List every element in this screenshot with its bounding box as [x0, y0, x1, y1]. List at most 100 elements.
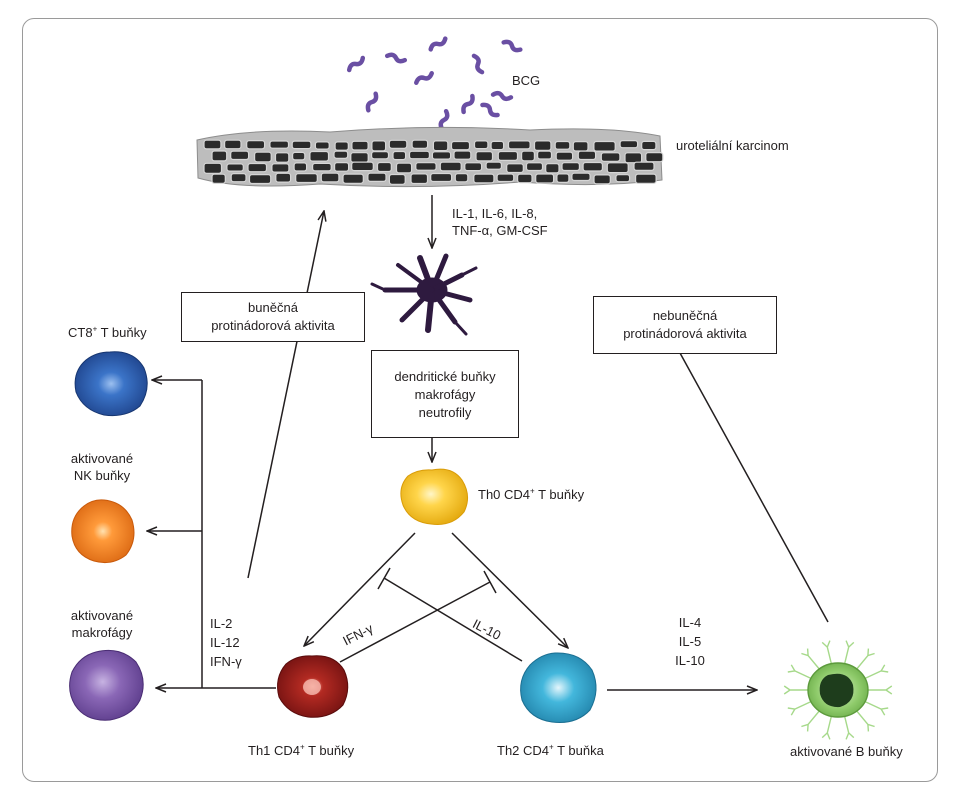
- th1-label: Th1 CD4+ T buňky: [248, 742, 355, 758]
- tumor-cell: [490, 140, 505, 151]
- tumor-cell: [641, 140, 657, 151]
- tumor-cell: [395, 162, 413, 174]
- tumor-cell: [555, 151, 574, 161]
- tumor-cell: [211, 150, 228, 162]
- inhibit-ifn-line: [339, 581, 491, 663]
- nk-label: aktivované NK buňky: [70, 451, 134, 483]
- tumor-cell: [577, 150, 597, 161]
- tumor-cell: [556, 173, 570, 183]
- tumor-cell: [624, 152, 643, 164]
- tumor-cell: [561, 162, 580, 172]
- arrow-th0-to-th1: [304, 532, 416, 646]
- tumor-cell: [593, 140, 616, 152]
- bcg-bacterium: [480, 102, 500, 118]
- tumor-cell: [410, 173, 429, 185]
- tumor-cell: [333, 150, 349, 159]
- tumor-cell: [411, 139, 429, 149]
- tumor-cell: [275, 172, 292, 183]
- noncellular-activity-line: [679, 352, 829, 623]
- tumor-label: uroteliální karcinom: [676, 138, 789, 153]
- tumor-cell: [314, 141, 330, 150]
- arrow-cellular-activity-to-tumor: [247, 211, 324, 579]
- bcell-antibody-spike: [783, 685, 810, 695]
- tumor-cell: [371, 151, 390, 160]
- tumor-cell: [497, 150, 519, 161]
- tumor-cell: [295, 173, 318, 184]
- tumor-cell: [473, 173, 495, 184]
- tumor-cell: [571, 172, 591, 182]
- tumor-cell: [615, 174, 631, 183]
- tumor-cell: [248, 174, 272, 185]
- urothelial-carcinoma-tissue: [196, 126, 664, 188]
- tumor-cell: [533, 140, 552, 151]
- tumor-cell: [230, 173, 247, 183]
- th2-cytokines-label: IL-4 IL-5 IL-10: [675, 615, 705, 668]
- tumor-cell: [572, 141, 589, 152]
- tumor-cell: [392, 150, 407, 161]
- tumor-cell: [430, 172, 453, 183]
- tumor-cell: [516, 173, 533, 184]
- tumor-cell: [507, 140, 531, 150]
- tumor-cell: [293, 162, 308, 172]
- tumor-cell: [582, 161, 603, 172]
- tumor-cell: [211, 173, 226, 184]
- tumor-cell: [342, 173, 364, 184]
- tumor-cell: [545, 163, 560, 174]
- bcell-antibody-spike: [843, 714, 855, 740]
- tumor-cell: [320, 172, 340, 183]
- cellular-activity-box: buněčná protinádorová aktivita: [181, 292, 365, 342]
- tumor-cell: [350, 152, 369, 163]
- tumor-cell: [450, 140, 471, 151]
- tumor-cell: [496, 173, 515, 183]
- bcg-label: BCG: [512, 73, 541, 88]
- tumor-cell: [334, 141, 349, 151]
- ct8-cell: [74, 351, 148, 417]
- tumor-cell: [376, 161, 392, 173]
- tumor-cell: [525, 162, 544, 172]
- tumor-cell: [415, 162, 437, 171]
- th0-label: Th0 CD4+ T buňky: [478, 486, 585, 502]
- th0-cell: [400, 468, 468, 525]
- tumor-cell: [367, 172, 387, 182]
- dendritic-cell: [370, 253, 478, 336]
- tumor-cell: [254, 151, 272, 163]
- bcell-antibody-spike: [843, 640, 855, 666]
- tumor-cell: [536, 150, 553, 160]
- tumor-cell: [464, 162, 483, 172]
- tumor-cell: [554, 140, 571, 150]
- tumor-cell: [224, 139, 242, 150]
- th2-label: Th2 CD4+ T buňka: [497, 742, 604, 758]
- tumor-cell: [309, 150, 330, 162]
- tumor-cell: [203, 139, 222, 150]
- tumor-cell: [292, 151, 306, 161]
- bcg-bacterium: [346, 55, 366, 73]
- tumor-cell: [230, 150, 250, 161]
- tumor-cell: [619, 140, 639, 149]
- tumor-cell: [247, 162, 268, 173]
- tumor-cell: [408, 150, 430, 160]
- tumor-cell: [351, 140, 369, 151]
- inhibit-il10-line: [383, 577, 523, 662]
- tumor-cell: [432, 140, 449, 152]
- bcg-bacterium: [384, 52, 408, 64]
- tumor-cell: [271, 163, 290, 173]
- bcg-bacterium: [365, 91, 379, 113]
- bcg-bacteria: [346, 36, 523, 132]
- tumor-cell: [291, 140, 312, 150]
- bcg-bacterium: [428, 36, 448, 52]
- tumor-cell: [388, 139, 408, 149]
- bcg-bacterium: [438, 108, 450, 132]
- macrophage-label: aktivované makrofágy: [70, 608, 134, 640]
- tumor-cell: [312, 162, 332, 172]
- tumor-cell: [473, 140, 489, 150]
- tumor-cell: [246, 140, 266, 150]
- tumor-cell: [535, 173, 555, 184]
- bcg-bacterium: [414, 71, 434, 85]
- tumor-cell: [485, 161, 503, 170]
- tumor-cell: [606, 162, 629, 174]
- cytokines-top-label: IL-1, IL-6, IL-8, TNF-α, GM-CSF: [452, 206, 548, 238]
- bcell-antibody-spike: [862, 664, 889, 680]
- inhibit-il10-bar: [377, 567, 391, 590]
- bcg-bacterium: [461, 93, 475, 115]
- tumor-cell: [634, 173, 657, 185]
